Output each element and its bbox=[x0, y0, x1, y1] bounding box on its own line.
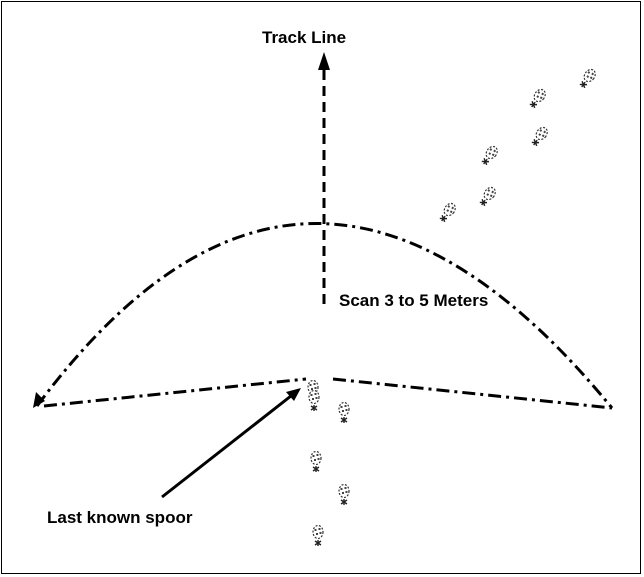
spoor-trail-diagonal bbox=[436, 66, 599, 225]
track-line-arrowhead bbox=[318, 52, 330, 70]
boot-print-icon bbox=[528, 124, 551, 149]
boot-print-icon bbox=[526, 86, 549, 111]
boot-print-icon bbox=[576, 66, 599, 91]
boot-print-icon bbox=[310, 450, 322, 473]
spoor-pointer-arrow bbox=[161, 390, 297, 499]
arc-arrowhead bbox=[33, 392, 45, 408]
scan-range-label: Scan 3 to 5 Meters bbox=[339, 291, 489, 310]
spoor-trail-vertical bbox=[307, 379, 350, 547]
scan-arc bbox=[35, 222, 614, 409]
spoor-pointer-arrowhead bbox=[286, 388, 301, 401]
boot-print-icon bbox=[312, 524, 324, 547]
boot-print-icon bbox=[478, 143, 501, 168]
last-spoor-label: Last known spoor bbox=[47, 508, 193, 527]
boot-print-icon bbox=[338, 483, 350, 506]
boot-print-icon bbox=[308, 389, 320, 412]
track-line-label: Track Line bbox=[262, 28, 347, 47]
baseline-left bbox=[43, 377, 307, 408]
boot-print-icon bbox=[476, 184, 499, 209]
boot-print-icon bbox=[436, 200, 459, 225]
baseline-right bbox=[332, 377, 613, 410]
boot-print-icon bbox=[338, 401, 350, 424]
